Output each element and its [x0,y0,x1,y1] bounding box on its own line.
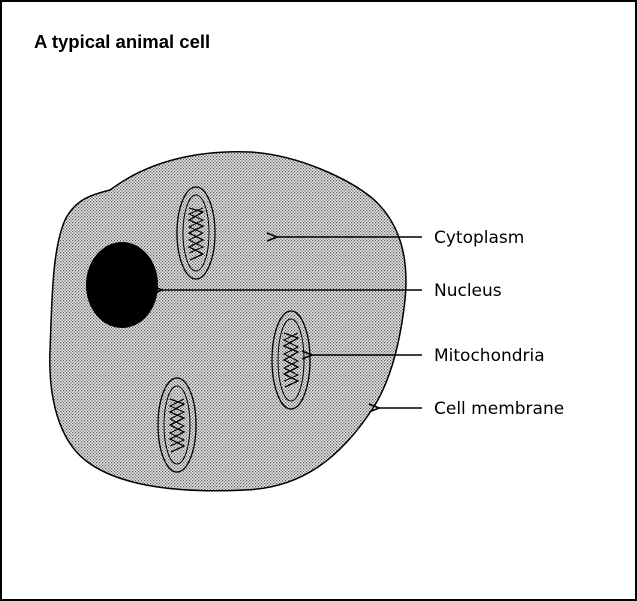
nucleus-shape [86,242,158,328]
mitochondrion-top [177,187,215,279]
cytoplasm-label: Cytoplasm [434,228,524,248]
mitochondrion-right [272,311,310,409]
mitochondrion-bottom [158,378,196,472]
mitochondria-label: Mitochondria [434,346,545,366]
nucleus-label: Nucleus [434,281,502,301]
cell-membrane-label: Cell membrane [434,399,564,419]
